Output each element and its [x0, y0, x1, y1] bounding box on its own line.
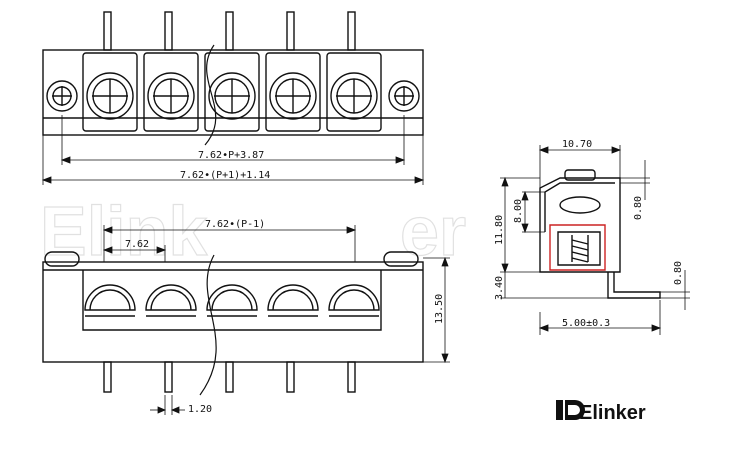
- top-cells: [82, 52, 382, 132]
- break-line: [204, 44, 217, 146]
- brand-name: Elinker: [579, 402, 646, 424]
- dim-pin-width: 1.20: [188, 404, 212, 415]
- brand-logo: Elinker: [556, 400, 646, 424]
- top-dimensions: [41, 115, 425, 185]
- brand-logo-icon: [556, 400, 585, 420]
- watermark: Elink er: [39, 191, 466, 270]
- bottom-pins: [103, 361, 356, 393]
- mounting-screw-icon: [46, 80, 420, 112]
- dim-pitch: 7.62: [125, 239, 149, 250]
- front-dimensions: [102, 225, 450, 415]
- side-view: [539, 169, 661, 299]
- top-pins: [103, 11, 356, 51]
- side-dimensions: [500, 145, 690, 335]
- screw-head-icon: [86, 72, 378, 120]
- front-body: [42, 261, 424, 363]
- break-line-front: [199, 254, 217, 396]
- top-body: [42, 49, 424, 136]
- dim-side-thk-pin: 0.80: [673, 261, 684, 285]
- svg-text:Elink: Elink: [40, 192, 207, 270]
- svg-text:er: er: [400, 192, 466, 270]
- dim-side-h1: 11.80: [494, 215, 505, 245]
- dim-side-thk-top: 0.80: [633, 196, 644, 220]
- dim-side-width: 10.70: [562, 139, 592, 150]
- dim-overall-a: 7.62•P+3.87: [198, 150, 264, 161]
- dim-overall-b: 7.62•(P+1)+1.14: [180, 170, 270, 181]
- top-view: [42, 11, 424, 146]
- front-openings: [84, 284, 380, 317]
- front-view: [42, 251, 424, 396]
- dim-side-pin-len: 5.00±0.3: [562, 318, 610, 329]
- dim-side-h2: 8.00: [513, 199, 524, 223]
- dim-side-pin-offset: 3.40: [494, 276, 505, 300]
- dim-span: 7.62•(P-1): [205, 219, 265, 230]
- dim-height-total: 13.50: [434, 294, 445, 324]
